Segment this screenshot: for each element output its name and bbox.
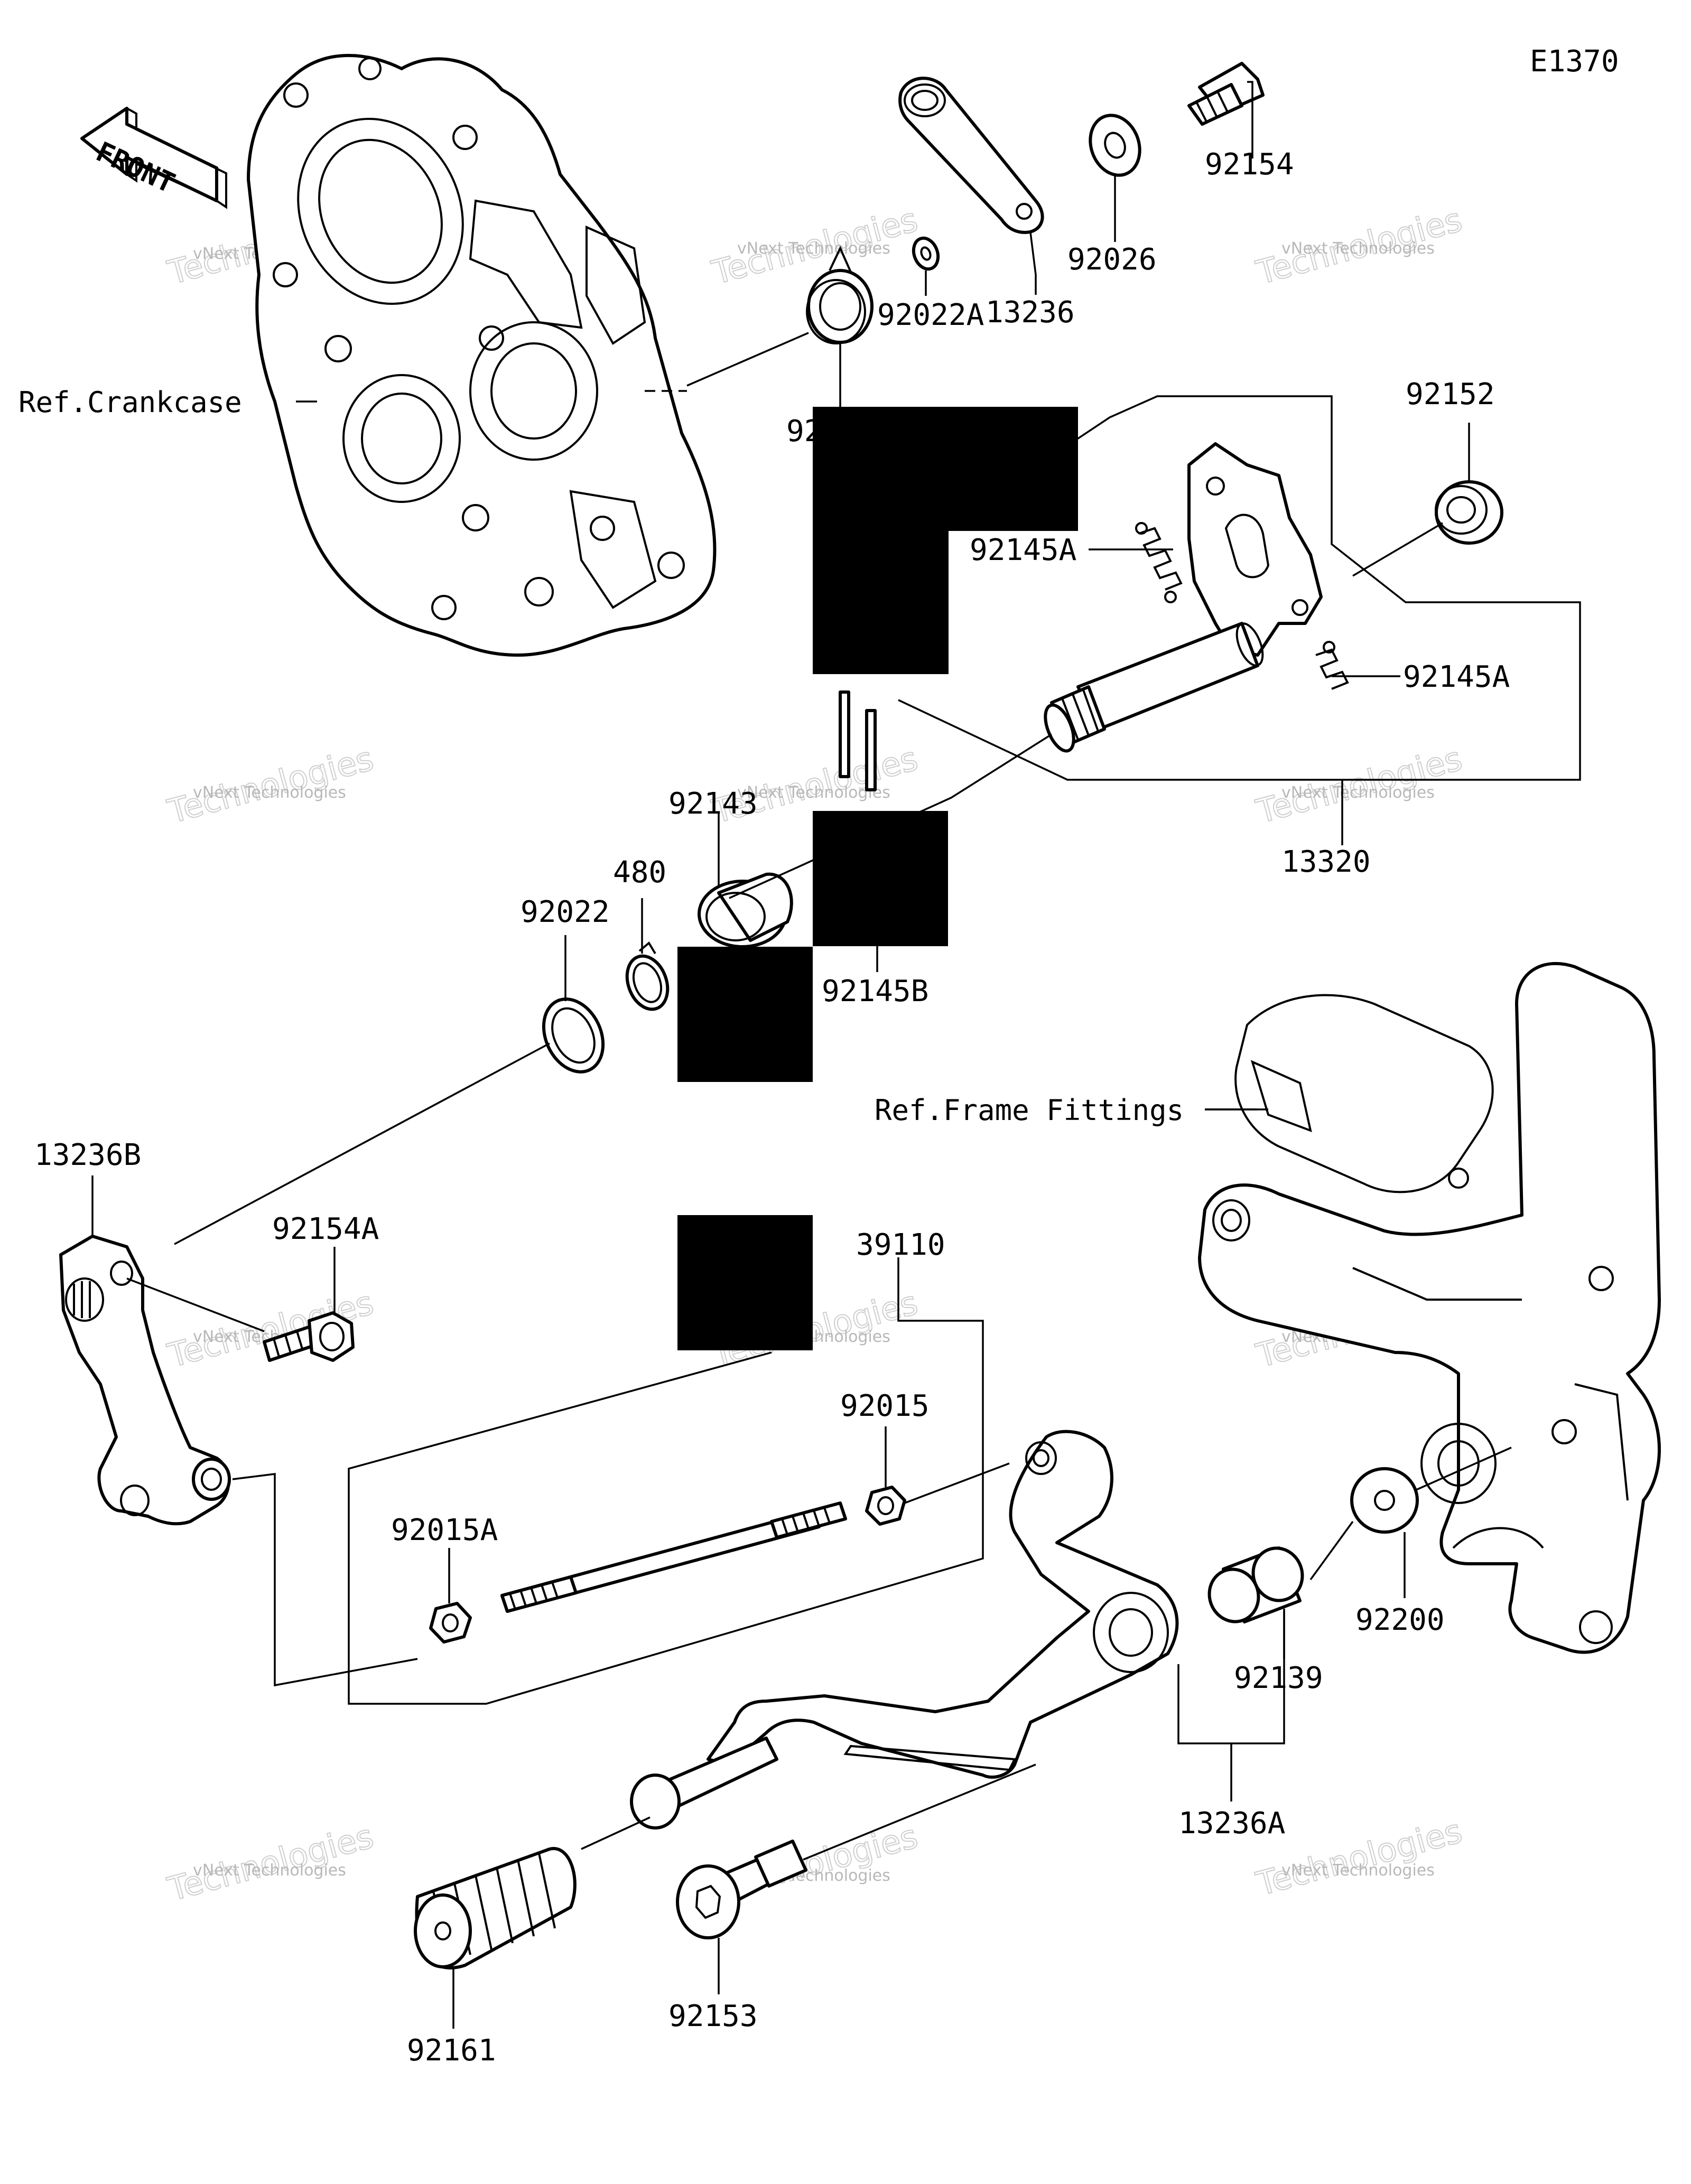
part-label-13236B: 13236B xyxy=(34,1138,141,1172)
part-480-circlip-icon xyxy=(625,941,670,1011)
part-label-92145B: 92145B xyxy=(822,974,928,1009)
crankcase-drawing xyxy=(247,54,717,657)
part-13236B-arm-drawing xyxy=(59,1235,231,1526)
torsion-spring-icon xyxy=(806,246,874,344)
part-92143-collar-icon xyxy=(698,872,793,948)
part-label-92145A-upper: 92145A xyxy=(970,533,1076,567)
reference-frame-fittings: Ref.Frame Fittings xyxy=(875,1094,1184,1127)
part-label-92154: 92154 xyxy=(1205,147,1294,182)
part-label-92022: 92022 xyxy=(521,895,610,929)
part-92161-grip-icon xyxy=(414,1847,577,1970)
watermark-small-text: vNext Technologies xyxy=(1281,239,1435,258)
part-92152-collar-icon xyxy=(1435,480,1503,545)
part-label-92139: 92139 xyxy=(1234,1661,1323,1695)
watermark-small-text: vNext Technologies xyxy=(193,1861,346,1880)
leader-lines xyxy=(91,81,1581,2029)
part-92145A-spring-upper-icon xyxy=(1135,522,1183,603)
redaction-block xyxy=(813,407,1078,674)
watermark-small-text: vNext Technologies xyxy=(737,239,890,258)
redaction-block xyxy=(813,811,948,946)
part-label-92145A-lower: 92145A xyxy=(1403,660,1510,694)
part-92153-bolt-icon xyxy=(676,1840,807,1939)
part-92154A-bolt-icon xyxy=(263,1311,355,1362)
part-92026-washer-icon xyxy=(1089,114,1141,177)
redaction-blocks xyxy=(677,407,1078,1350)
part-92145A-spring-lower-icon xyxy=(1315,641,1349,690)
part-label-partial-hidden: 92 xyxy=(786,414,822,449)
part-label-92161: 92161 xyxy=(407,2033,496,2068)
part-13236-drawing xyxy=(898,77,1044,234)
part-label-92015A: 92015A xyxy=(391,1513,498,1547)
part-92139-bushing-icon xyxy=(1207,1546,1304,1623)
part-label-13320: 13320 xyxy=(1281,845,1371,879)
part-92022-washer-icon xyxy=(542,997,605,1074)
watermark-small-text: vNext Technologies xyxy=(1281,783,1435,802)
front-arrow-icon: FRONT xyxy=(80,107,227,209)
part-label-92026: 92026 xyxy=(1067,242,1157,277)
part-label-480: 480 xyxy=(613,855,666,890)
part-92022A-washer-icon xyxy=(912,236,940,271)
watermark-small-text: vNext Technologies xyxy=(737,783,890,802)
watermark-small-text: vNext Technologies xyxy=(1281,1861,1435,1880)
part-39110-rod-drawing xyxy=(500,1501,847,1613)
part-92154-bolt-icon xyxy=(1187,62,1265,126)
pins-icon xyxy=(839,690,877,791)
part-13320-shift-shaft-drawing xyxy=(1044,442,1323,753)
watermark-small-text: vNext Technologies xyxy=(193,783,346,802)
part-13236A-pedal-drawing xyxy=(630,1430,1179,1830)
part-label-92152: 92152 xyxy=(1406,377,1495,412)
part-label-92154A: 92154A xyxy=(272,1212,379,1246)
part-label-92015: 92015 xyxy=(840,1389,930,1423)
part-92200-washer-icon xyxy=(1350,1467,1419,1534)
reference-crankcase: Ref.Crankcase xyxy=(18,386,242,419)
part-label-92022A: 92022A xyxy=(877,298,984,332)
part-92015A-nut-icon xyxy=(429,1602,472,1644)
part-label-13236A: 13236A xyxy=(1178,1806,1285,1841)
part-label-39110: 39110 xyxy=(856,1228,945,1262)
redaction-block xyxy=(677,1215,813,1350)
part-label-92143: 92143 xyxy=(668,787,758,821)
part-label-13236: 13236 xyxy=(986,295,1075,330)
frame-fittings-drawing xyxy=(1198,962,1661,1654)
part-labels: 92154 92026 13236 92022A 92 92152 92145A… xyxy=(34,147,1510,2068)
part-label-92200: 92200 xyxy=(1355,1603,1445,1637)
part-92015-nut-icon xyxy=(865,1486,906,1526)
part-label-92153: 92153 xyxy=(668,1999,758,2033)
diagram-code: E1370 xyxy=(1530,44,1619,79)
redaction-block xyxy=(677,947,813,1082)
